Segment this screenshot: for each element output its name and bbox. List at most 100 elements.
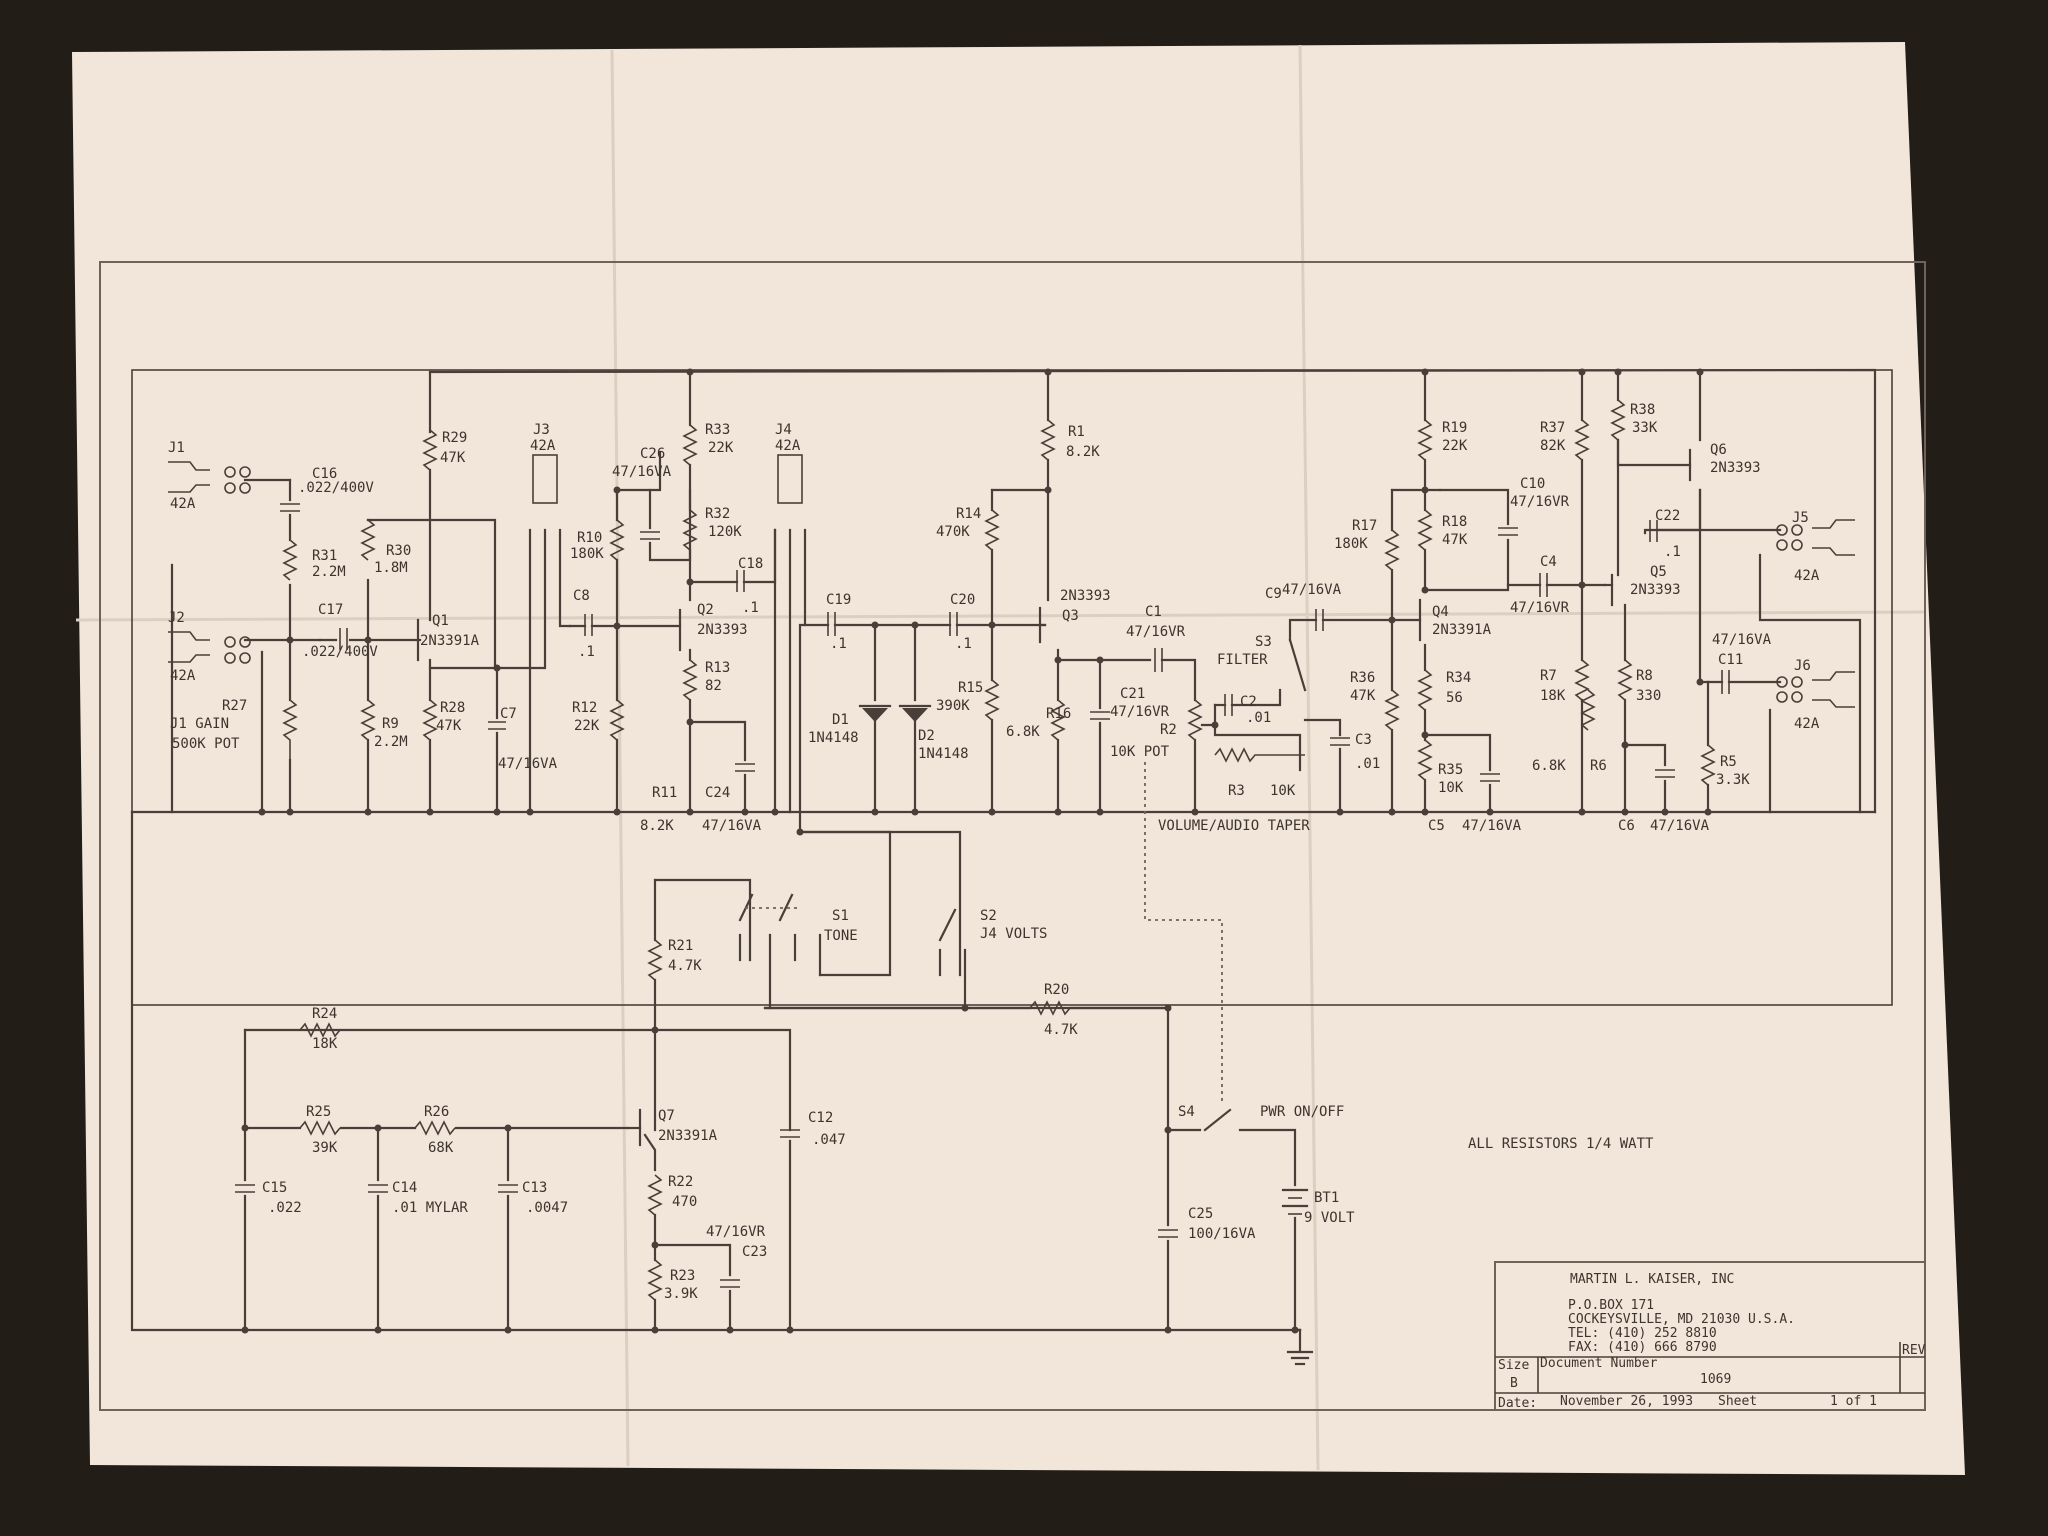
r12-zigzag	[609, 699, 625, 741]
label-c2: C2	[1240, 694, 1257, 710]
label-r22-val: 470	[672, 1194, 697, 1210]
label-q7-val: 2N3391A	[658, 1128, 718, 1144]
paper-sheet	[72, 42, 1965, 1475]
label-r8-val: 330	[1636, 688, 1661, 704]
label-r1-val: 8.2K	[1066, 444, 1100, 460]
label-r8: R8	[1636, 668, 1653, 684]
label-r21-val: 4.7K	[668, 958, 702, 974]
r36-zigzag	[1384, 689, 1400, 731]
label-c6: C6	[1618, 818, 1635, 834]
company-name: MARTIN L. KAISER, INC	[1570, 1272, 1734, 1287]
label-r30-val: 1.8M	[374, 560, 408, 576]
label-r23-val: 3.9K	[664, 1286, 698, 1302]
label-q2-val: 2N3393	[697, 622, 748, 638]
label-r38-val: 33K	[1632, 420, 1658, 436]
r34-zigzag	[1417, 669, 1433, 711]
label-c24: C24	[705, 785, 730, 801]
rev-label: REV	[1902, 1343, 1926, 1358]
label-r27: R27	[222, 698, 247, 714]
date-label: Date:	[1498, 1396, 1537, 1411]
label-q4: Q4	[1432, 604, 1449, 620]
label-r32-val: 120K	[708, 524, 742, 540]
label-bt1-val: 9 VOLT	[1304, 1210, 1355, 1226]
label-c21: C21	[1120, 686, 1145, 702]
label-r3-val: 10K	[1270, 783, 1296, 799]
label-c13: C13	[522, 1180, 547, 1196]
label-q7: Q7	[658, 1108, 675, 1124]
label-c26: C26	[640, 446, 665, 462]
r21-zigzag	[647, 939, 663, 981]
phone-number: TEL: (410) 252 8810	[1568, 1326, 1717, 1341]
label-c3: C3	[1355, 732, 1372, 748]
sheet-value: 1 of 1	[1830, 1394, 1877, 1409]
label-r13-val: 82	[705, 678, 722, 694]
label-r17: R17	[1352, 518, 1377, 534]
ground-icon	[1286, 1350, 1314, 1366]
label-r20: R20	[1044, 982, 1069, 998]
label-r29-val: 47K	[440, 450, 466, 466]
r22-zigzag	[647, 1174, 663, 1216]
label-s1-val: TONE	[824, 928, 858, 944]
label-j4-type: 42A	[775, 438, 801, 454]
label-r7: R7	[1540, 668, 1557, 684]
label-d1-val: 1N4148	[808, 730, 859, 746]
label-r10-val: 180K	[570, 546, 604, 562]
label-c14: C14	[392, 1180, 417, 1196]
label-j4: J4	[775, 422, 792, 438]
label-r9: R9	[382, 716, 399, 732]
label-c9: C9	[1265, 586, 1282, 602]
label-c12-val: .047	[812, 1132, 846, 1148]
r5-zigzag	[1700, 744, 1716, 786]
r38-zigzag	[1610, 399, 1626, 441]
resistor-note: ALL RESISTORS 1/4 WATT	[1468, 1136, 1654, 1152]
label-r36: R36	[1350, 670, 1375, 686]
s2-wire	[798, 830, 962, 977]
r6-zigzag	[1580, 689, 1596, 731]
label-r32: R32	[705, 506, 730, 522]
label-c11-val: 47/16VA	[1712, 632, 1772, 648]
r17-zigzag	[1384, 529, 1400, 571]
label-j5-type: 42A	[1794, 568, 1820, 584]
junction-dots	[241, 368, 1712, 1334]
s3-switch	[1288, 638, 1307, 692]
sheet-label: Sheet	[1718, 1394, 1757, 1409]
label-r34-val: 56	[1446, 690, 1463, 706]
r26-zigzag	[414, 1120, 456, 1136]
lower-left-bus	[243, 1028, 792, 1132]
label-r24-val: 18K	[312, 1036, 338, 1052]
label-c2-val: .01	[1246, 710, 1271, 726]
label-r22: R22	[668, 1174, 693, 1190]
label-c20-val: .1	[955, 636, 972, 652]
r2-zigzag	[1187, 699, 1203, 741]
lower-ground	[130, 810, 1302, 1332]
label-r3: R3	[1228, 783, 1245, 799]
label-r15: R15	[958, 680, 983, 696]
r29-zigzag	[422, 429, 438, 471]
positive-rail	[428, 368, 1877, 814]
fold-line	[1298, 44, 1320, 1471]
title-block: MARTIN L. KAISER, INC P.O.BOX 171 COCKEY…	[1494, 1261, 1926, 1411]
switch-s2	[938, 908, 967, 1010]
label-r36-val: 47K	[1350, 688, 1376, 704]
label-r35-val: 10K	[1438, 780, 1464, 796]
size-label: Size	[1498, 1358, 1529, 1373]
label-r16-val: 6.8K	[1006, 724, 1040, 740]
label-c17-val: .022/400V	[302, 644, 378, 660]
drawing-border	[99, 261, 1926, 1411]
label-r37-val: 82K	[1540, 438, 1566, 454]
label-r9-val: 2.2M	[374, 734, 408, 750]
label-s1: S1	[832, 908, 849, 924]
label-r16: R16	[1046, 706, 1071, 722]
r32-zigzag	[682, 509, 698, 551]
label-c15-val: .022	[268, 1200, 302, 1216]
label-r12-val: 22K	[574, 718, 600, 734]
label-j3-type: 42A	[530, 438, 556, 454]
label-r30: R30	[386, 543, 411, 559]
r31-zigzag	[282, 539, 298, 581]
label-s3: S3	[1255, 634, 1272, 650]
label-r15-val: 390K	[936, 698, 970, 714]
fold-line	[75, 610, 1926, 622]
r9-zigzag	[360, 699, 376, 741]
fax-number: FAX: (410) 666 8790	[1568, 1340, 1717, 1355]
label-r7-val: 18K	[1540, 688, 1566, 704]
